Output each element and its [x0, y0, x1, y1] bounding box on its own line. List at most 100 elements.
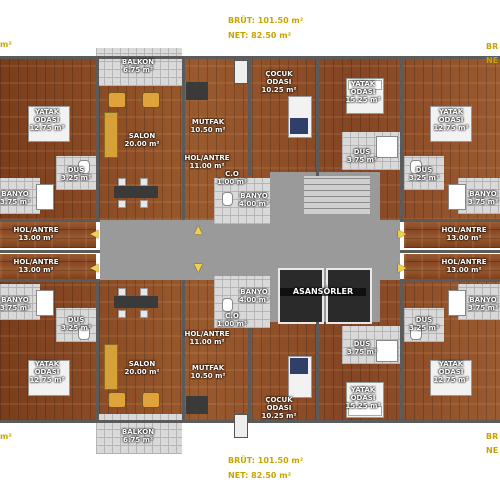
bed-right-bot	[430, 360, 472, 396]
wall-h-280r	[400, 279, 500, 282]
arrow-left-bot-icon: ◀	[90, 261, 99, 274]
left-banyo-top-tile	[0, 178, 40, 214]
staircase	[304, 176, 370, 214]
wall-h-280	[0, 279, 100, 282]
toilet-left-dus-top	[78, 160, 90, 174]
stove-top	[234, 60, 248, 84]
top-brut-area: BRÜT: 101.50 m²	[228, 16, 304, 25]
wall-h-220	[0, 219, 100, 222]
dining-table-bottom	[114, 296, 158, 308]
toilet-right-dus-top	[410, 160, 422, 174]
dining-chair-top-1	[118, 178, 126, 186]
left-dus-bot-tile	[56, 308, 96, 342]
bed-right-top	[430, 106, 472, 142]
arrow-up-icon: ▲	[194, 223, 203, 236]
pillow-yatak-top	[348, 80, 382, 90]
tub-right-banyo-top	[448, 184, 466, 210]
wall-v-96b	[96, 280, 99, 422]
arrow-left-top-icon: ◀	[90, 227, 99, 240]
right-top-net-fragment: NE	[486, 56, 499, 65]
stove-bottom	[234, 414, 248, 438]
wall-v-316	[316, 56, 319, 176]
wall-v-316b	[316, 322, 319, 422]
right-hol-top-floor	[404, 222, 500, 248]
dining-chair-bot-4	[140, 310, 148, 318]
wall-v-400b	[400, 280, 403, 422]
shower-dus-top	[376, 136, 398, 158]
wall-h-251r	[400, 250, 500, 253]
bed-left-top	[28, 106, 70, 142]
tub-left-banyo-bot	[36, 290, 54, 316]
blanket-cocuk-top	[290, 118, 308, 134]
armchair-bot-1	[108, 392, 126, 408]
wall-h-220r	[400, 219, 500, 222]
left-top-fragment: m²	[0, 40, 12, 49]
right-hol-bottom-floor	[404, 254, 500, 280]
dining-chair-top-2	[140, 178, 148, 186]
dining-table-top	[114, 186, 158, 198]
dining-chair-top-3	[118, 200, 126, 208]
arrow-down-icon: ▼	[194, 261, 203, 274]
wall-v-248	[248, 56, 251, 176]
armchair-top-2	[142, 92, 160, 108]
dining-chair-top-4	[140, 200, 148, 208]
sofa-bottom	[104, 344, 118, 390]
wall-v-400	[400, 56, 403, 220]
blanket-cocuk-bot	[290, 358, 308, 374]
wall-v-248b	[248, 328, 251, 422]
dining-chair-bot-3	[118, 310, 126, 318]
left-hol-bottom-floor	[0, 254, 96, 280]
tub-right-banyo-bot	[448, 290, 466, 316]
top-net-area: NET: 82.50 m²	[228, 31, 292, 40]
armchair-top-1	[108, 92, 126, 108]
left-bottom-fragment: m²	[0, 432, 12, 441]
wall-v-182b	[182, 280, 185, 422]
toilet-right-dus-bot	[410, 326, 422, 340]
arrow-right-bot-icon: ▶	[398, 261, 407, 274]
bed-left-bot	[28, 360, 70, 396]
kitchen-table-top	[186, 82, 208, 100]
right-bottom-brut-fragment: BR	[486, 432, 499, 441]
wall-v-182	[182, 56, 185, 220]
elevator-right	[326, 268, 372, 324]
armchair-bot-2	[142, 392, 160, 408]
right-bottom-net-fragment: NE	[486, 446, 499, 455]
wall-h-251	[0, 250, 100, 253]
arrow-right-top-icon: ▶	[398, 227, 407, 240]
toilet-banyo-bot	[222, 298, 233, 312]
left-banyo-bot-tile	[0, 284, 40, 320]
tub-left-banyo-top	[36, 184, 54, 210]
left-hol-top-floor	[0, 222, 96, 248]
toilet-left-dus-bot	[78, 326, 90, 340]
